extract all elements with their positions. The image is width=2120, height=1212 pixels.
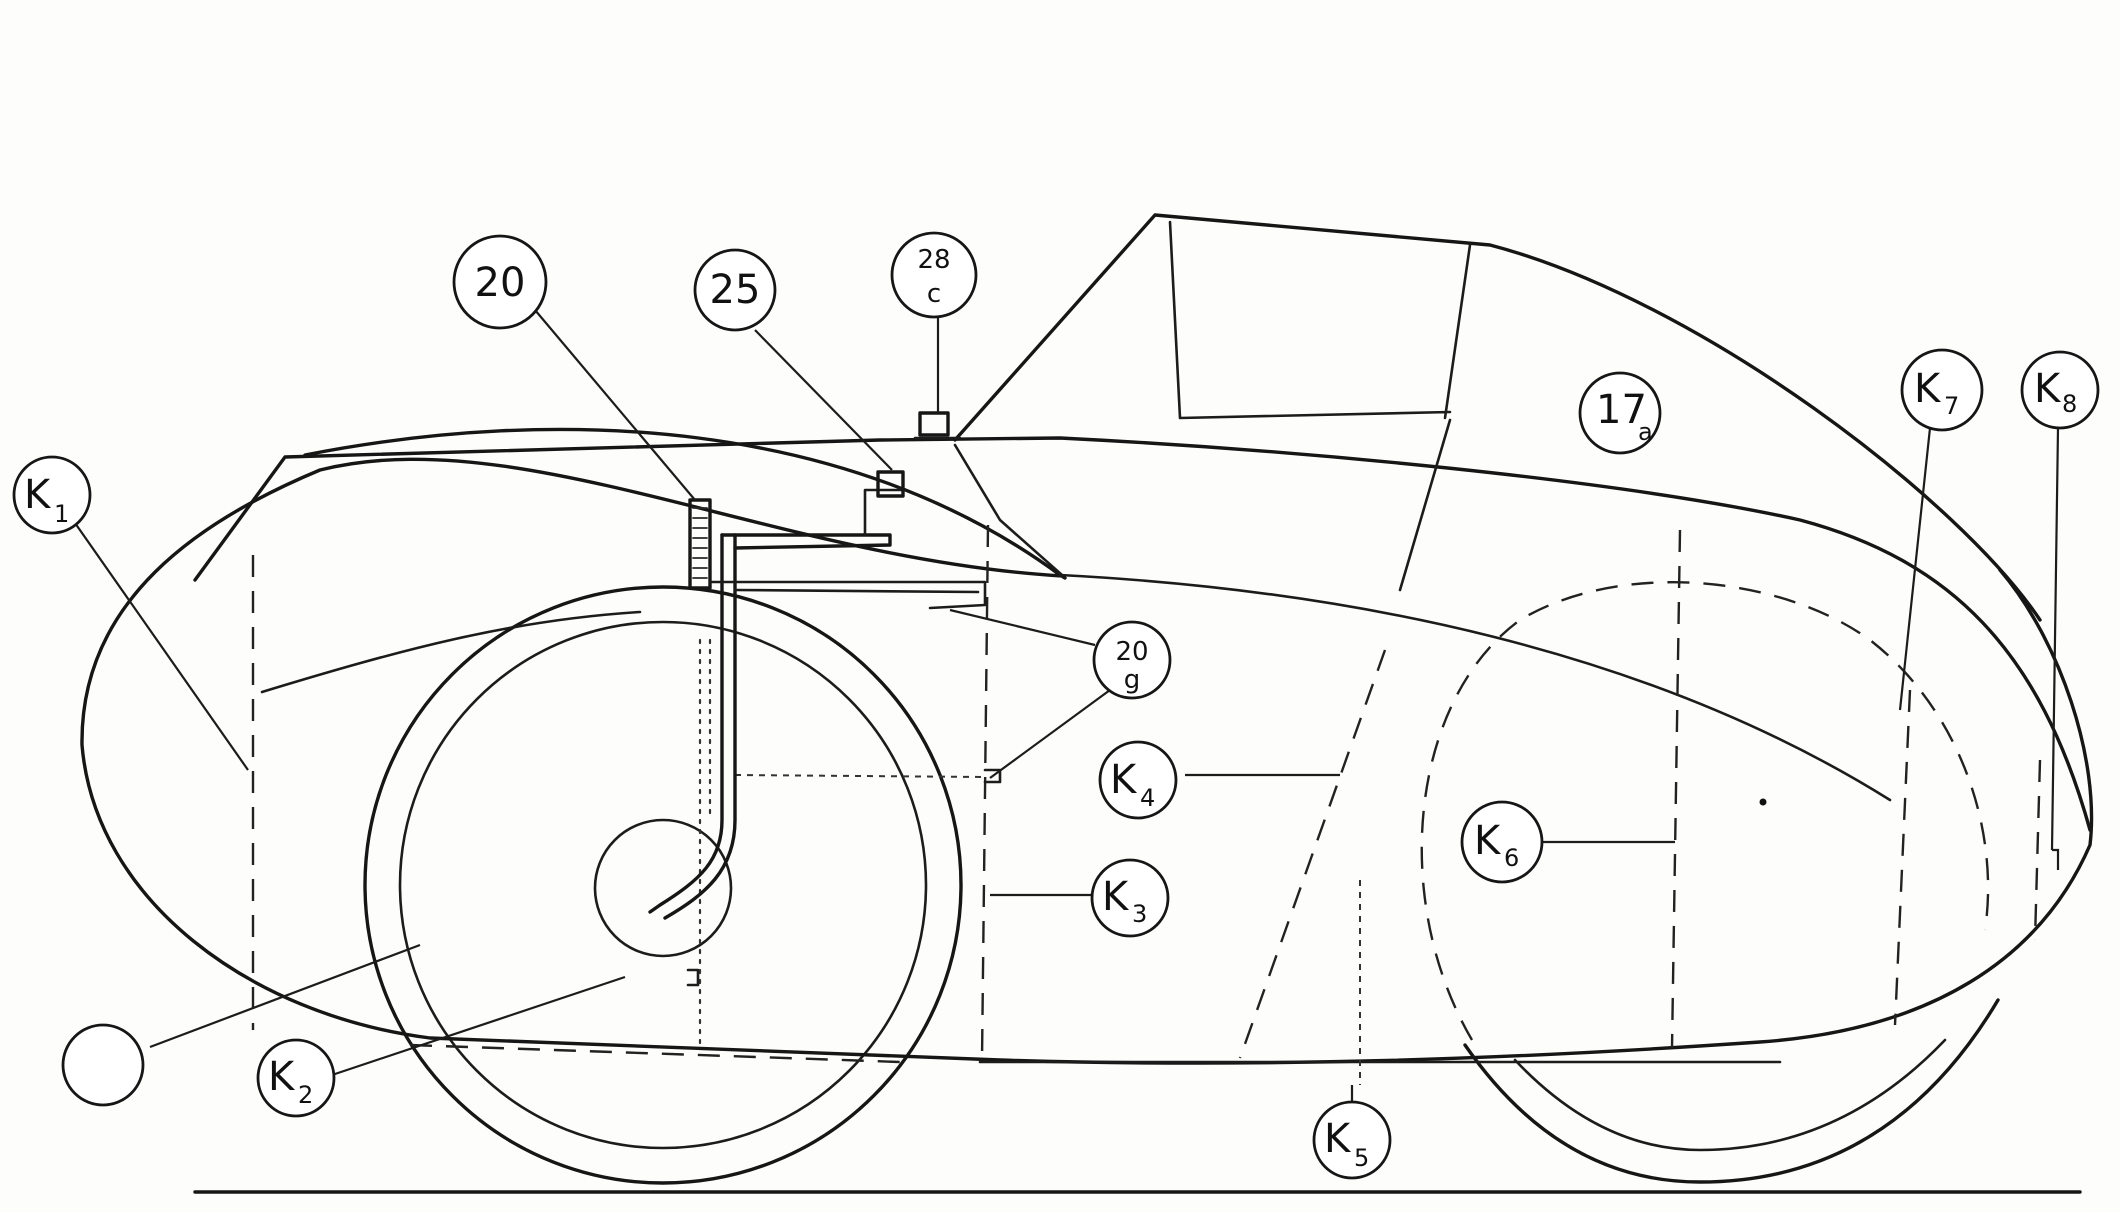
svg-text:K: K bbox=[1474, 818, 1502, 864]
front-wheel bbox=[363, 585, 963, 1185]
callout-empty bbox=[61, 1023, 145, 1107]
callout-28c: 28 c bbox=[890, 231, 978, 319]
body-fairing bbox=[80, 427, 2094, 1065]
callout-20g: 20 g bbox=[1092, 620, 1172, 700]
callout-k2: K 2 bbox=[256, 1038, 336, 1118]
front-wheel-hub bbox=[593, 818, 733, 958]
callout-17a: 17 a bbox=[1578, 371, 1662, 455]
svg-text:c: c bbox=[927, 279, 941, 309]
callout-k4: K 4 bbox=[1098, 740, 1178, 820]
svg-text:K: K bbox=[2034, 366, 2062, 412]
svg-text:3: 3 bbox=[1132, 900, 1147, 928]
svg-text:K: K bbox=[24, 472, 52, 518]
rear-wheel bbox=[1463, 998, 2000, 1184]
svg-text:K: K bbox=[1110, 757, 1138, 803]
rear-hub-dot bbox=[1759, 798, 1767, 806]
callout-25: 25 bbox=[693, 248, 777, 332]
svg-text:20: 20 bbox=[1115, 637, 1148, 667]
svg-text:17: 17 bbox=[1596, 387, 1647, 433]
callout-k5: K 5 bbox=[1312, 1100, 1392, 1180]
callout-k8: K 8 bbox=[2020, 350, 2100, 430]
svg-text:a: a bbox=[1638, 418, 1653, 446]
svg-text:g: g bbox=[1124, 665, 1141, 695]
svg-text:7: 7 bbox=[1944, 392, 1959, 420]
svg-text:20: 20 bbox=[475, 260, 526, 306]
k6-section-line bbox=[1670, 529, 1682, 1049]
callout-k7: K 7 bbox=[1900, 348, 1984, 432]
k7-section-line bbox=[1893, 689, 1912, 1026]
frame-hidden-bottom bbox=[409, 1043, 901, 1064]
svg-text:6: 6 bbox=[1504, 844, 1519, 872]
callout-20: 20 bbox=[452, 234, 548, 330]
svg-text:2: 2 bbox=[298, 1081, 313, 1109]
svg-text:25: 25 bbox=[710, 267, 761, 313]
canopy bbox=[953, 213, 2042, 622]
svg-text:1: 1 bbox=[54, 500, 69, 528]
k3-section-line bbox=[980, 524, 990, 1061]
svg-text:8: 8 bbox=[2062, 390, 2077, 418]
svg-text:K: K bbox=[268, 1054, 296, 1100]
svg-text:K: K bbox=[1102, 874, 1130, 920]
svg-text:K: K bbox=[1324, 1116, 1352, 1162]
callout-k6: K 6 bbox=[1460, 800, 1544, 884]
k4-section-line bbox=[1238, 649, 1387, 1059]
k8-section-line bbox=[2033, 759, 2042, 941]
frame-hidden-mid bbox=[734, 774, 986, 778]
callout-k3: K 3 bbox=[1090, 858, 1170, 938]
steering-assembly bbox=[648, 411, 1002, 987]
rear-wheel-hidden bbox=[1420, 581, 1990, 1041]
svg-text:5: 5 bbox=[1354, 1144, 1369, 1172]
svg-text:4: 4 bbox=[1140, 784, 1155, 812]
callout-k1: K 1 bbox=[12, 455, 92, 535]
svg-text:28: 28 bbox=[917, 245, 950, 275]
svg-text:K: K bbox=[1914, 366, 1942, 412]
